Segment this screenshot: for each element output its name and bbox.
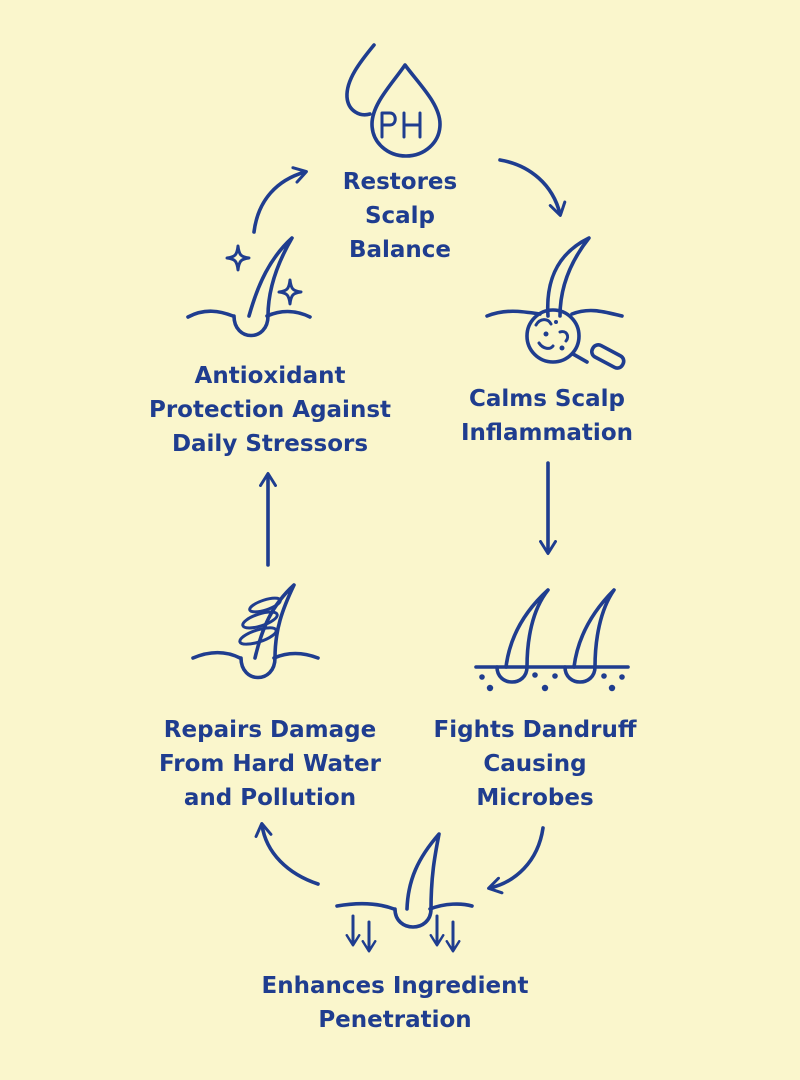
step-label-line: Calms Scalp [468, 386, 625, 412]
step-label-line: Fights Dandruff [433, 717, 637, 743]
step-label-line: Protection Against [148, 397, 392, 423]
ph-droplet-icon [345, 43, 442, 158]
hair-follicle-penetration-icon [335, 832, 474, 953]
step-label-line: Microbes [476, 785, 594, 811]
step-label-line: Inflammation [460, 420, 633, 446]
step-label-line: Causing [483, 751, 587, 777]
step-label-calms: Calms Scalp Inflammation [427, 382, 667, 450]
step-label-line: and Pollution [183, 785, 357, 811]
flow-arrow-fights-to-enhances [487, 826, 545, 895]
step-label-line: Daily Stressors [171, 431, 369, 457]
step-label-line: Enhances Ingredient [261, 973, 529, 999]
flow-arrow-antioxidant-to-restores [252, 166, 308, 234]
step-label-line: Restores [342, 169, 458, 195]
step-label-line: Balance [348, 237, 452, 263]
hair-follicles-microbes-icon [474, 588, 630, 692]
flow-arrow-enhances-to-repairs [254, 822, 320, 886]
step-label-line: From Hard Water [159, 751, 381, 777]
step-label-line: Penetration [318, 1007, 472, 1033]
step-label-enhances: Enhances Ingredient Penetration [225, 969, 565, 1037]
step-label-line: Repairs Damage [163, 717, 377, 743]
step-label-restores: Restores Scalp Balance [300, 165, 500, 267]
step-label-antioxidant: Antioxidant Protection Against Daily Str… [135, 359, 405, 461]
step-label-line: Antioxidant [194, 363, 346, 389]
hair-follicle-sparkle-icon [186, 236, 312, 338]
step-label-repairs: Repairs Damage From Hard Water and Pollu… [140, 713, 400, 815]
step-label-line: Scalp [364, 203, 436, 229]
hair-follicle-spiral-icon [191, 583, 320, 680]
hair-follicle-magnifier-icon [485, 236, 626, 370]
flow-arrow-restores-to-calms [498, 158, 567, 217]
step-label-fights: Fights Dandruff Causing Microbes [415, 713, 655, 815]
